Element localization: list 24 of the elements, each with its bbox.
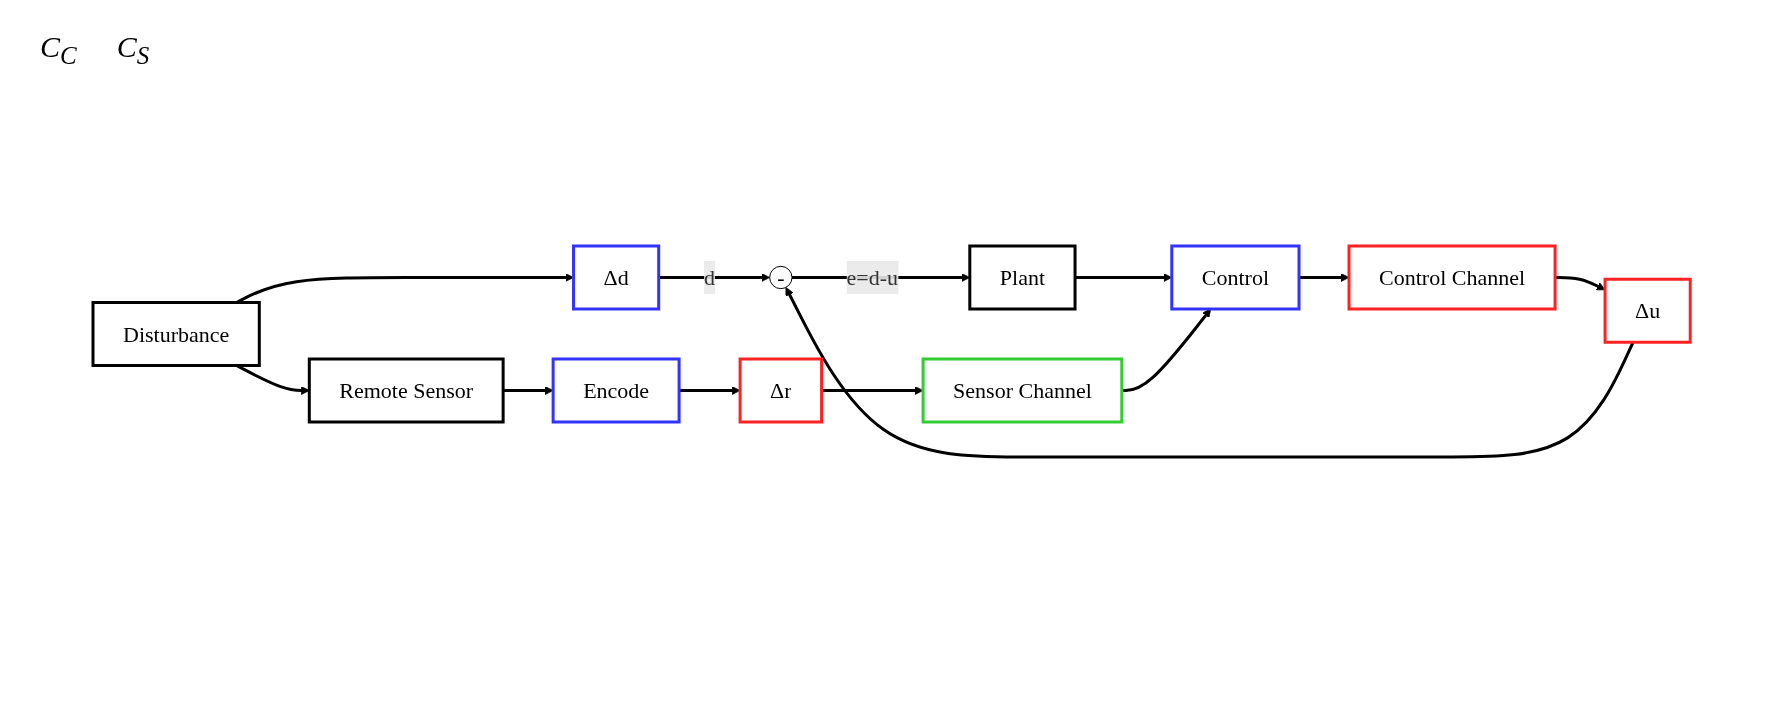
channel-capacity-label: C$_{S}$ <box>116 30 150 70</box>
node-box: Sensor Channel <box>921 357 1124 423</box>
node-box: Remote Sensor <box>308 357 505 423</box>
node-box: Δr <box>739 357 824 423</box>
node-box: Control Channel <box>1347 244 1557 310</box>
node-circle: - <box>769 265 793 289</box>
node-box: Δd <box>572 244 661 310</box>
arrow <box>659 272 771 282</box>
arrow <box>1122 308 1212 392</box>
node-box: Δu <box>1603 277 1693 344</box>
arrow <box>1555 275 1606 290</box>
arrow <box>785 286 1635 458</box>
arrow <box>679 385 741 395</box>
node-box: Disturbance <box>91 300 262 367</box>
edge-label: d <box>704 264 716 290</box>
arrow <box>821 385 924 395</box>
arrow <box>1075 272 1173 282</box>
node-box: Encode <box>552 357 681 423</box>
arrow <box>503 385 554 395</box>
node-box: Plant <box>968 244 1077 310</box>
node-box: Control <box>1170 244 1301 310</box>
edge-label: e=d-u <box>846 264 899 290</box>
channel-capacity-label: C$_{C}$ <box>40 30 77 70</box>
arrow <box>1299 272 1350 282</box>
